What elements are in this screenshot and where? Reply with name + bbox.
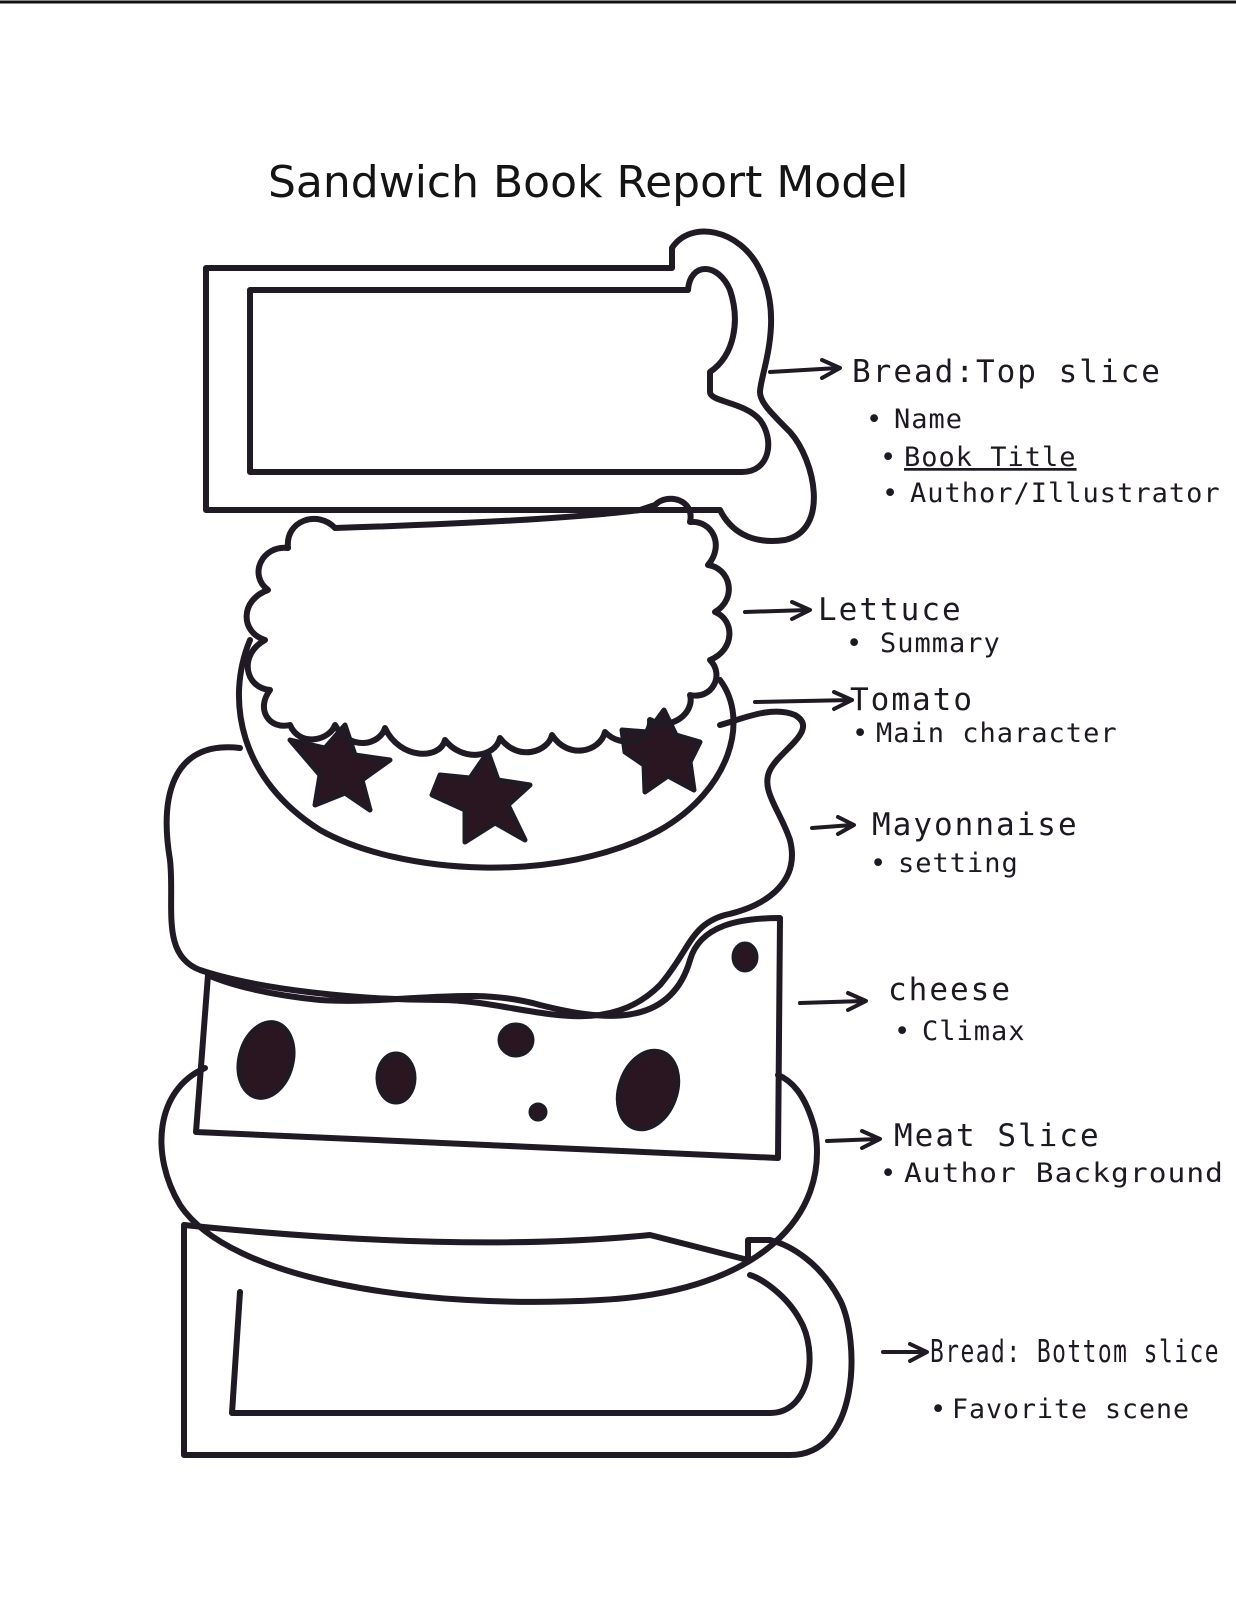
layer-item-bullet: • — [894, 1016, 911, 1047]
arrow-lettuce — [743, 600, 812, 621]
layer-item: Summary — [880, 628, 1001, 659]
layer-item-bullet: • — [880, 1158, 897, 1189]
layer-item: Climax — [922, 1016, 1026, 1047]
layer-item-bullet: • — [866, 404, 883, 435]
layer-item: Author/Illustrator — [910, 478, 1221, 509]
layer-name: Bread:Top slice — [852, 354, 1162, 390]
arrow-meat — [825, 1129, 882, 1150]
layer-item-bullet: • — [870, 848, 887, 879]
arrow-cheese — [798, 991, 868, 1012]
layer-item: Favorite scene — [952, 1394, 1190, 1425]
cheese-block — [193, 915, 783, 1161]
layer-item: Author Background — [904, 1158, 1224, 1189]
page-title: Sandwich Book Report Model — [268, 157, 908, 208]
layer-item: Name — [894, 404, 963, 435]
bread-top-slice — [203, 228, 817, 544]
layer-item: setting — [898, 848, 1019, 879]
layer-item: Book Title — [904, 442, 1077, 473]
layer-item-bullet: • — [846, 628, 863, 659]
tomato-slice — [236, 637, 737, 871]
layer-name: Meat Slice — [894, 1118, 1101, 1154]
arrow-bread-top — [768, 358, 842, 380]
arrow-tomato — [753, 690, 854, 711]
layer-label-bread-bottom: Bread: Bottom slice • Favorite scene — [930, 1334, 1220, 1425]
layer-label-cheese: cheese • Climax — [888, 972, 1026, 1047]
layer-name: Bread: Bottom slice — [930, 1334, 1220, 1370]
label-arrows — [743, 358, 929, 1363]
layer-label-meat: Meat Slice • Author Background — [880, 1118, 1224, 1189]
layer-name: Mayonnaise — [872, 807, 1079, 843]
layer-name: cheese — [888, 972, 1012, 1008]
meat-slice — [158, 1065, 820, 1305]
layer-label-bread-top: Bread:Top slice • Name • Book Title • Au… — [852, 354, 1221, 509]
layer-item: Main character — [876, 718, 1118, 749]
mayonnaise-blob — [163, 708, 806, 1020]
arrow-mayonnaise — [810, 815, 856, 836]
layer-label-tomato: Tomato • Main character — [850, 682, 1118, 749]
layer-item-bullet: • — [852, 718, 869, 749]
bread-bottom-slice — [181, 1222, 855, 1458]
layer-item-bullet: • — [930, 1394, 947, 1425]
lettuce-leaf — [243, 495, 733, 758]
arrow-bread-bottom — [881, 1342, 929, 1363]
layer-label-mayonnaise: Mayonnaise • setting — [870, 807, 1079, 879]
layer-name: Tomato — [850, 682, 974, 718]
layer-item-bullet: • — [880, 442, 897, 473]
layer-item-bullet: • — [882, 478, 899, 509]
layer-label-lettuce: Lettuce • Summary — [818, 592, 1001, 659]
layer-name: Lettuce — [818, 592, 963, 628]
